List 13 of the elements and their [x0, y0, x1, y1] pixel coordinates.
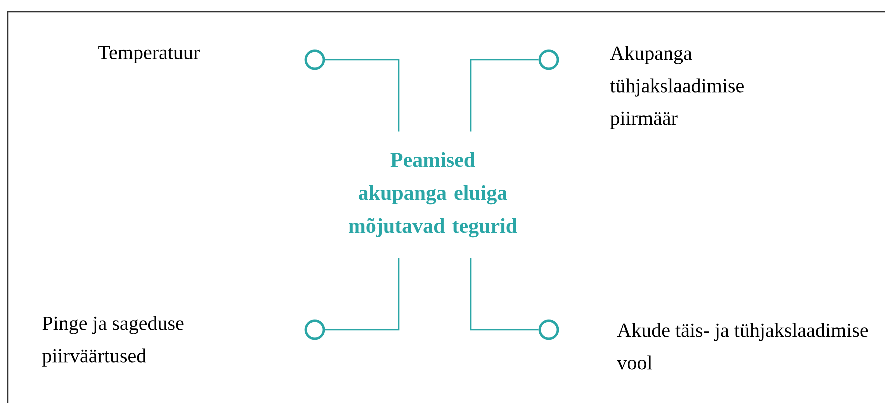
connector-circle: [304, 320, 326, 340]
factor-label: Temperatuur: [98, 46, 200, 64]
connector-line: [325, 258, 400, 331]
title-text: Peamised akupanga eluiga mõjutavad tegurid: [349, 152, 518, 238]
connector-circle: [304, 50, 326, 70]
connector-line: [470, 258, 539, 331]
connector-line: [325, 59, 400, 132]
factor-label: Akupanga tühjakslaadimise piirmäär: [610, 46, 744, 130]
factor-label: Akude täis- ja tühjakslaadimise vool: [617, 323, 868, 370]
connector-circle: [538, 320, 560, 340]
factor-label: Pinge ja sageduse piirväärtused: [42, 316, 184, 367]
connector-circle: [538, 50, 560, 70]
connector-line: [470, 59, 539, 132]
